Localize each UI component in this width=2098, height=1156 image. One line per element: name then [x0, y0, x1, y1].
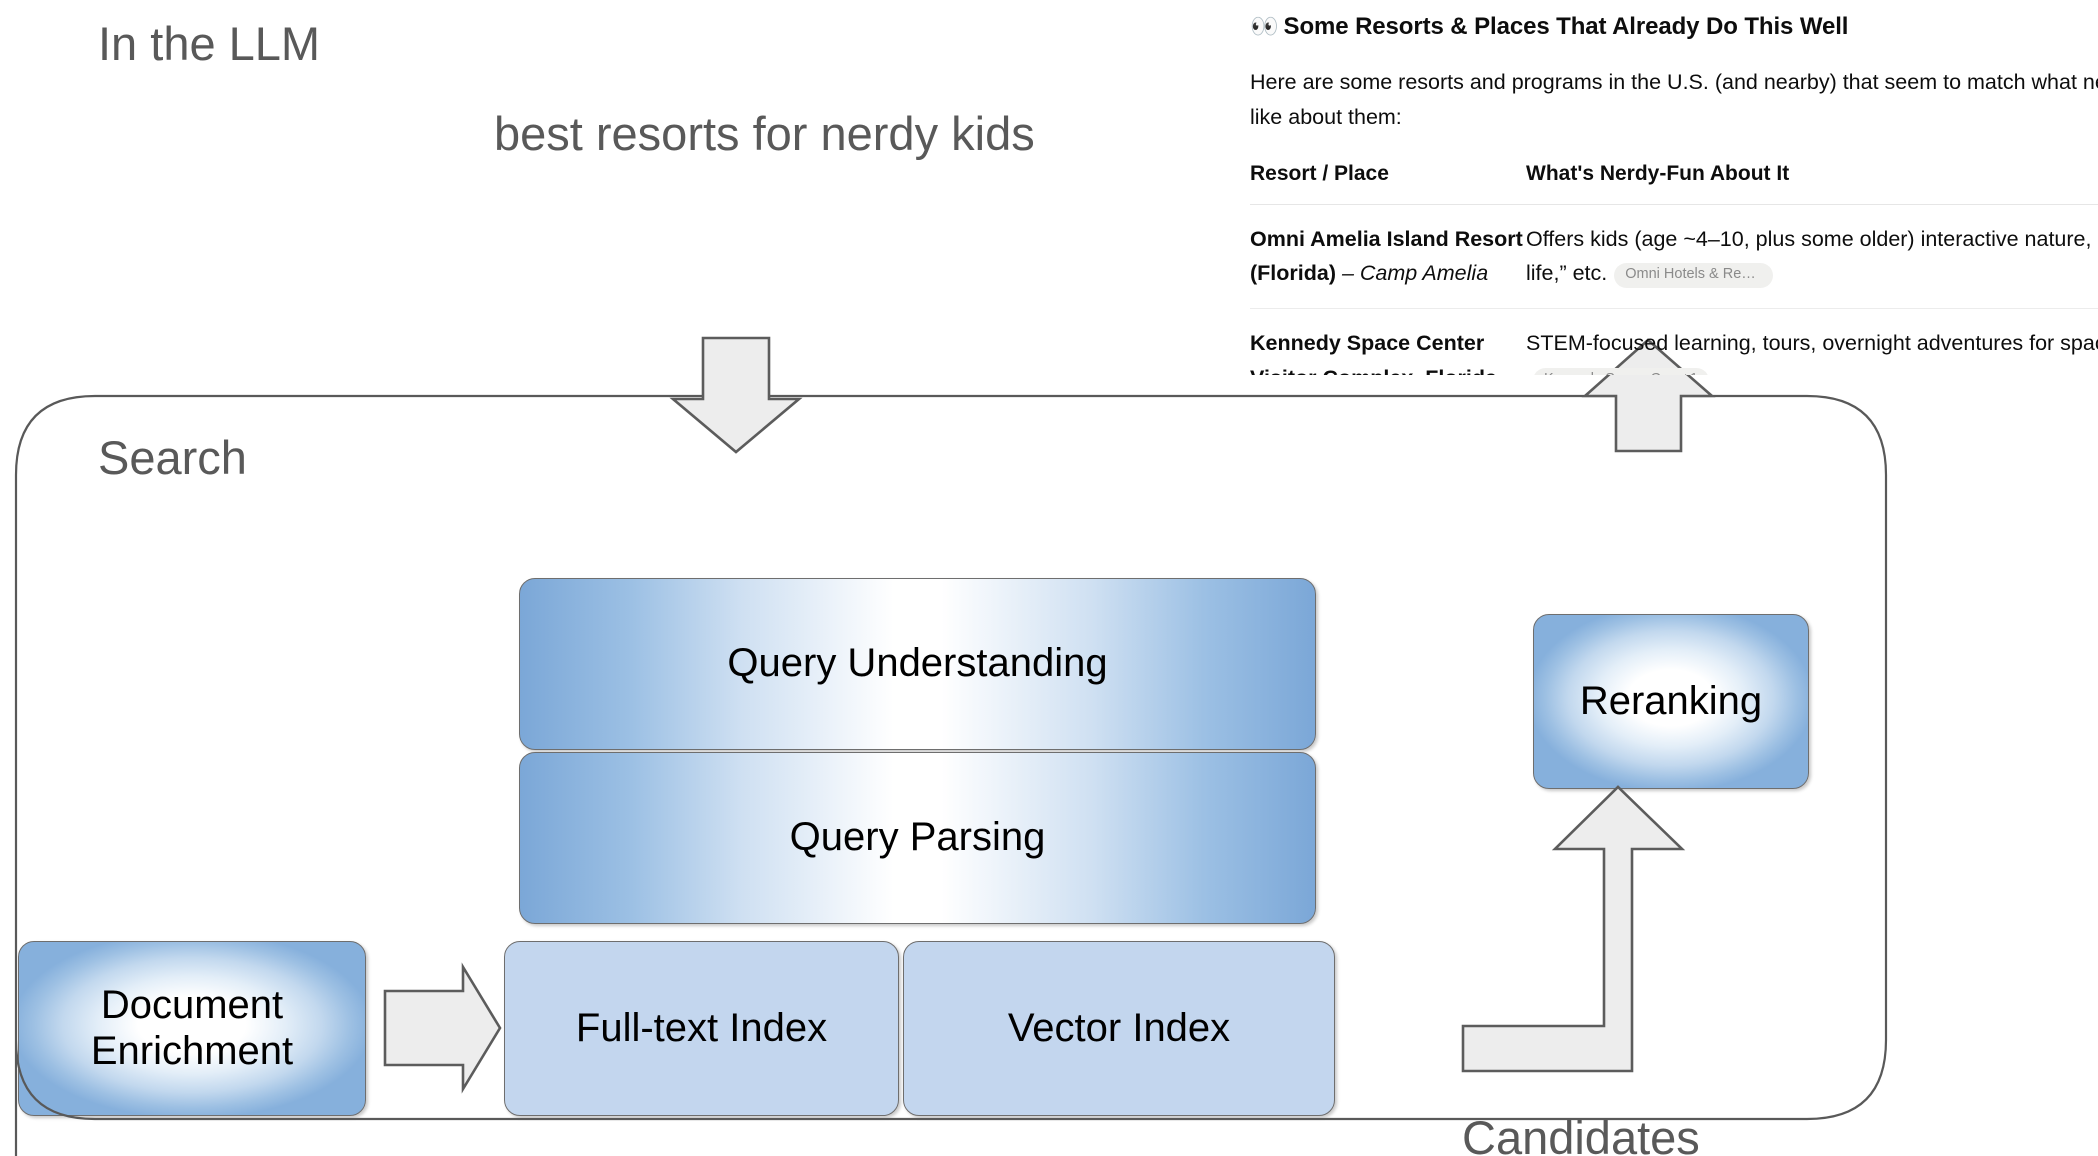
- candidates-to-reranking-arrow: [1461, 785, 1686, 1073]
- resort-name-main: Kennedy Space Center Visitor Complex, Fl…: [1250, 331, 1497, 375]
- node-fulltext-index-label: Full-text Index: [575, 1005, 828, 1050]
- results-to-llm-arrow: [1581, 338, 1716, 453]
- eyes-icon: 👀: [1250, 13, 1279, 39]
- resort-description-text: Offers kids (age ~4–10, plus some older)…: [1526, 226, 2098, 286]
- column-header-resort: Resort / Place: [1250, 156, 1526, 205]
- node-query-parsing[interactable]: Query Parsing: [519, 752, 1316, 924]
- cell-resort-description: STEM-focused learning, tours, overnight …: [1526, 308, 2098, 375]
- panel-heading: 👀Some Resorts & Places That Already Do T…: [1250, 8, 2098, 47]
- resort-name-dash: –: [1336, 261, 1360, 286]
- citation-chip-label: Omni Hotels & Re…: [1625, 266, 1756, 283]
- resort-name-sub: Camp Amelia: [1359, 261, 1489, 286]
- citation-chip-extra: +1: [1681, 371, 1698, 375]
- column-header-description: What's Nerdy-Fun About It: [1526, 156, 2098, 205]
- resort-name-main: Omni Amelia Island Resort (Florida): [1250, 226, 1523, 286]
- node-query-understanding[interactable]: Query Understanding: [519, 578, 1316, 750]
- table-row: Omni Amelia Island Resort (Florida) – Ca…: [1250, 204, 2098, 310]
- table-header-row: Resort / Place What's Nerdy-Fun About It: [1250, 156, 2098, 205]
- citation-chip[interactable]: Omni Hotels & Re…: [1614, 263, 1773, 289]
- panel-heading-text: Some Resorts & Places That Already Do Th…: [1283, 13, 1849, 40]
- node-vector-index[interactable]: Vector Index: [903, 941, 1335, 1116]
- llm-section-label: In the LLM: [98, 17, 321, 70]
- node-reranking[interactable]: Reranking: [1533, 614, 1809, 789]
- llm-answer-panel: 👀Some Resorts & Places That Already Do T…: [1250, 0, 2098, 375]
- citation-chip-label: Kennedy Space C…: [1544, 371, 1675, 375]
- cell-resort-description: Offers kids (age ~4–10, plus some older)…: [1526, 204, 2098, 310]
- citation-chip[interactable]: Kennedy Space C… +1: [1533, 368, 1709, 375]
- node-query-parsing-label: Query Parsing: [789, 815, 1046, 860]
- cell-resort-name: Kennedy Space Center Visitor Complex, Fl…: [1250, 308, 1526, 375]
- container-path: [14, 394, 1888, 1156]
- query-into-search-arrow: [669, 336, 803, 454]
- resort-description-text: STEM-focused learning, tours, overnight …: [1526, 331, 2098, 356]
- node-vector-index-label: Vector Index: [1007, 1005, 1231, 1050]
- enrichment-to-index-arrow: [383, 962, 502, 1094]
- panel-intro-paragraph: Here are some resorts and programs in th…: [1250, 69, 2098, 129]
- user-query-text: best resorts for nerdy kids: [494, 107, 1035, 160]
- node-reranking-label: Reranking: [1579, 678, 1763, 723]
- search-section-label: Search: [98, 431, 247, 484]
- cell-resort-name: Omni Amelia Island Resort (Florida) – Ca…: [1250, 204, 1526, 310]
- resorts-table: Resort / Place What's Nerdy-Fun About It…: [1250, 156, 2098, 375]
- table-row: Kennedy Space Center Visitor Complex, Fl…: [1250, 308, 2098, 375]
- node-fulltext-index[interactable]: Full-text Index: [504, 941, 899, 1116]
- node-query-understanding-label: Query Understanding: [727, 641, 1108, 686]
